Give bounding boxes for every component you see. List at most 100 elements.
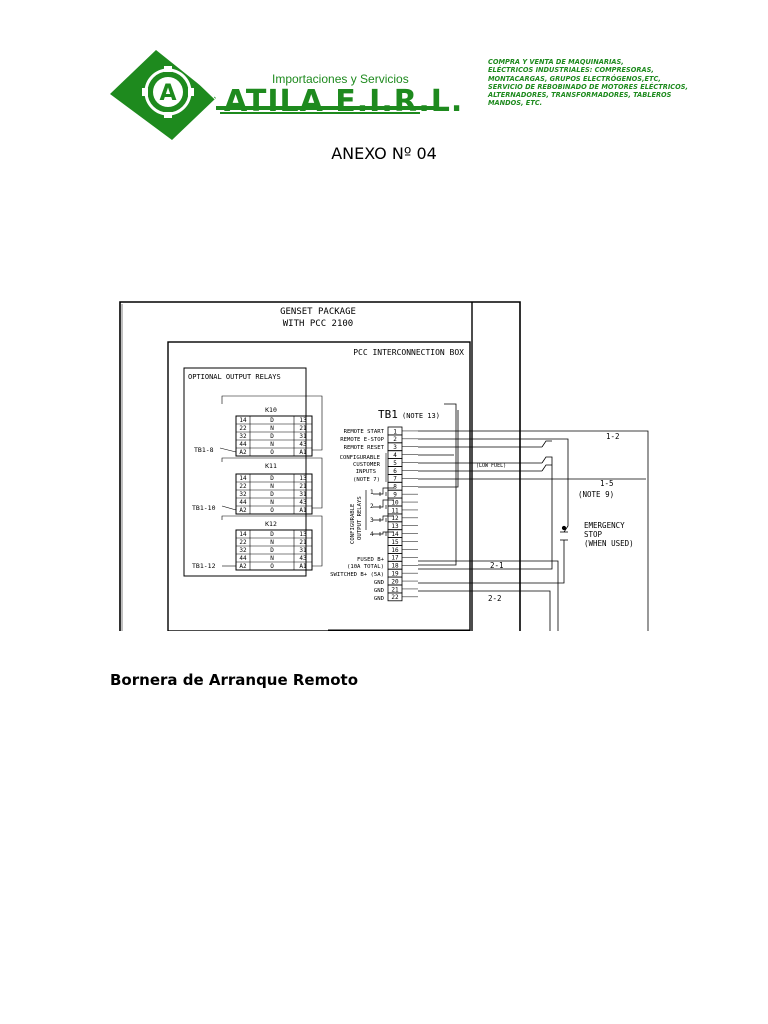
svg-text:TB1-12: TB1-12: [192, 562, 216, 570]
terminal-number: 8: [393, 484, 397, 491]
svg-text:TB1-10: TB1-10: [192, 504, 216, 512]
svg-text:44: 44: [239, 555, 247, 562]
svg-text:44: 44: [239, 441, 247, 448]
logo-stripes: [216, 106, 436, 114]
svg-text:13: 13: [299, 475, 307, 482]
svg-text:N: N: [270, 425, 274, 432]
svg-text:32: 32: [239, 433, 247, 440]
svg-text:A1: A1: [299, 449, 307, 456]
terminal-number: 10: [391, 499, 399, 506]
svg-text:D: D: [270, 547, 274, 554]
services-line: MANDOS, ETC.: [488, 99, 543, 108]
services-line: COMPRA Y VENTA DE MAQUINARIAS,: [488, 58, 624, 66]
configurable-output-relays: CONFIGURABLE OUTPUT RELAYS 1 2 3 4: [350, 487, 394, 544]
terminal-number: 14: [391, 531, 399, 538]
terminal-number: 13: [391, 523, 399, 530]
wiring-labels: 1-2 1-5 (NOTE 9) EMERGENCY STOP (WHEN US…: [488, 432, 634, 603]
logo-diamond: A: [110, 50, 216, 140]
svg-text:K12: K12: [265, 520, 277, 528]
svg-text:31: 31: [299, 491, 307, 498]
svg-text:2-1: 2-1: [490, 561, 504, 570]
svg-text:N: N: [270, 539, 274, 546]
interconnection-box: [167, 341, 471, 631]
terminal-number: 5: [393, 460, 397, 467]
svg-text:D: D: [270, 417, 274, 424]
svg-text:K10: K10: [265, 406, 277, 414]
svg-text:TB1-8: TB1-8: [194, 446, 214, 454]
wiring-diagram: GENSET PACKAGE WITH PCC 2100 PCC INTERCO…: [119, 301, 649, 631]
svg-text:A1: A1: [299, 563, 307, 570]
svg-text:CUSTOMER: CUSTOMER: [353, 462, 381, 468]
svg-text:A2: A2: [239, 563, 247, 570]
svg-text:13: 13: [299, 417, 307, 424]
box-title: PCC INTERCONNECTION BOX: [353, 348, 464, 357]
terminal-number: 22: [391, 594, 399, 601]
svg-text:A2: A2: [239, 449, 247, 456]
terminal-number: 1: [393, 428, 397, 435]
svg-text:GND: GND: [374, 596, 385, 602]
terminal-number: 11: [391, 507, 399, 514]
svg-text:43: 43: [299, 499, 307, 506]
terminal-number: 15: [391, 539, 399, 546]
terminal-number: 4: [393, 452, 397, 459]
svg-text:A2: A2: [239, 507, 247, 514]
relays-title: OPTIONAL OUTPUT RELAYS: [188, 373, 281, 381]
terminal-number: 19: [391, 571, 399, 578]
optional-relays-box: [183, 367, 307, 577]
external-wiring: [418, 302, 649, 631]
svg-text:14: 14: [239, 475, 247, 482]
terminal-number: 3: [393, 444, 397, 451]
document-caption: Bornera de Arranque Remoto: [110, 671, 359, 689]
svg-text:OUTPUT RELAYS: OUTPUT RELAYS: [357, 496, 363, 540]
svg-text:CONFIGURABLE: CONFIGURABLE: [350, 503, 356, 544]
terminal-number: 7: [393, 476, 397, 483]
svg-text:4: 4: [370, 531, 374, 538]
svg-text:GND: GND: [374, 588, 385, 594]
terminal-number: 20: [391, 578, 399, 585]
svg-text:N: N: [270, 555, 274, 562]
svg-text:22: 22: [239, 425, 247, 432]
tb1-label: TB1: [378, 408, 398, 421]
svg-text:(WHEN USED): (WHEN USED): [584, 539, 634, 548]
svg-text:A: A: [159, 81, 176, 106]
svg-text:INPUTS: INPUTS: [356, 469, 376, 475]
svg-text:K11: K11: [265, 462, 277, 470]
svg-text:31: 31: [299, 433, 307, 440]
svg-text:2-2: 2-2: [488, 594, 502, 603]
svg-text:21: 21: [299, 425, 307, 432]
estop-contact-icon: [561, 525, 567, 531]
svg-text:21: 21: [299, 539, 307, 546]
svg-text:O: O: [270, 563, 274, 570]
svg-text:CONFIGURABLE: CONFIGURABLE: [340, 455, 381, 461]
relay-k11: K11 14 D 13 22 N 21 32 D 31 44 N 43 A2 O…: [192, 457, 323, 515]
logo-subtitle: Importaciones y Servicios: [272, 72, 409, 86]
low-fuel-label: (LOW FUEL): [476, 463, 506, 469]
svg-text:2: 2: [370, 503, 374, 510]
svg-text:22: 22: [239, 483, 247, 490]
tb1-note: (NOTE 13): [402, 412, 440, 420]
terminal-number: 2: [393, 436, 397, 443]
services-line: ALTERNADORES, TRANSFORMADORES, TABLEROS: [488, 91, 672, 100]
svg-text:13: 13: [299, 531, 307, 538]
company-logo: A: [110, 50, 436, 140]
svg-text:32: 32: [239, 491, 247, 498]
document-heading: ANEXO Nº 04: [331, 144, 437, 163]
svg-text:N: N: [270, 499, 274, 506]
svg-text:N: N: [270, 441, 274, 448]
logo-company-name: ATILA E.I.R.L.: [224, 84, 464, 119]
svg-text:FUSED B+: FUSED B+: [357, 557, 385, 563]
svg-text:43: 43: [299, 555, 307, 562]
package-title-2: WITH PCC 2100: [283, 319, 353, 329]
svg-text:N: N: [270, 483, 274, 490]
svg-text:SWITCHED B+ (5A): SWITCHED B+ (5A): [330, 572, 384, 578]
svg-text:D: D: [270, 475, 274, 482]
svg-text:1: 1: [370, 489, 374, 496]
svg-text:1-2: 1-2: [606, 432, 620, 441]
terminal-number: 17: [391, 555, 399, 562]
svg-text:1-5: 1-5: [600, 479, 614, 488]
services-list: COMPRA Y VENTA DE MAQUINARIAS, ELÉCTRICO…: [488, 58, 698, 108]
svg-text:D: D: [270, 491, 274, 498]
svg-text:31: 31: [299, 547, 307, 554]
terminal-labels: REMOTE START REMOTE E-STOP REMOTE RESET …: [330, 429, 385, 602]
terminal-number: 21: [391, 586, 399, 593]
